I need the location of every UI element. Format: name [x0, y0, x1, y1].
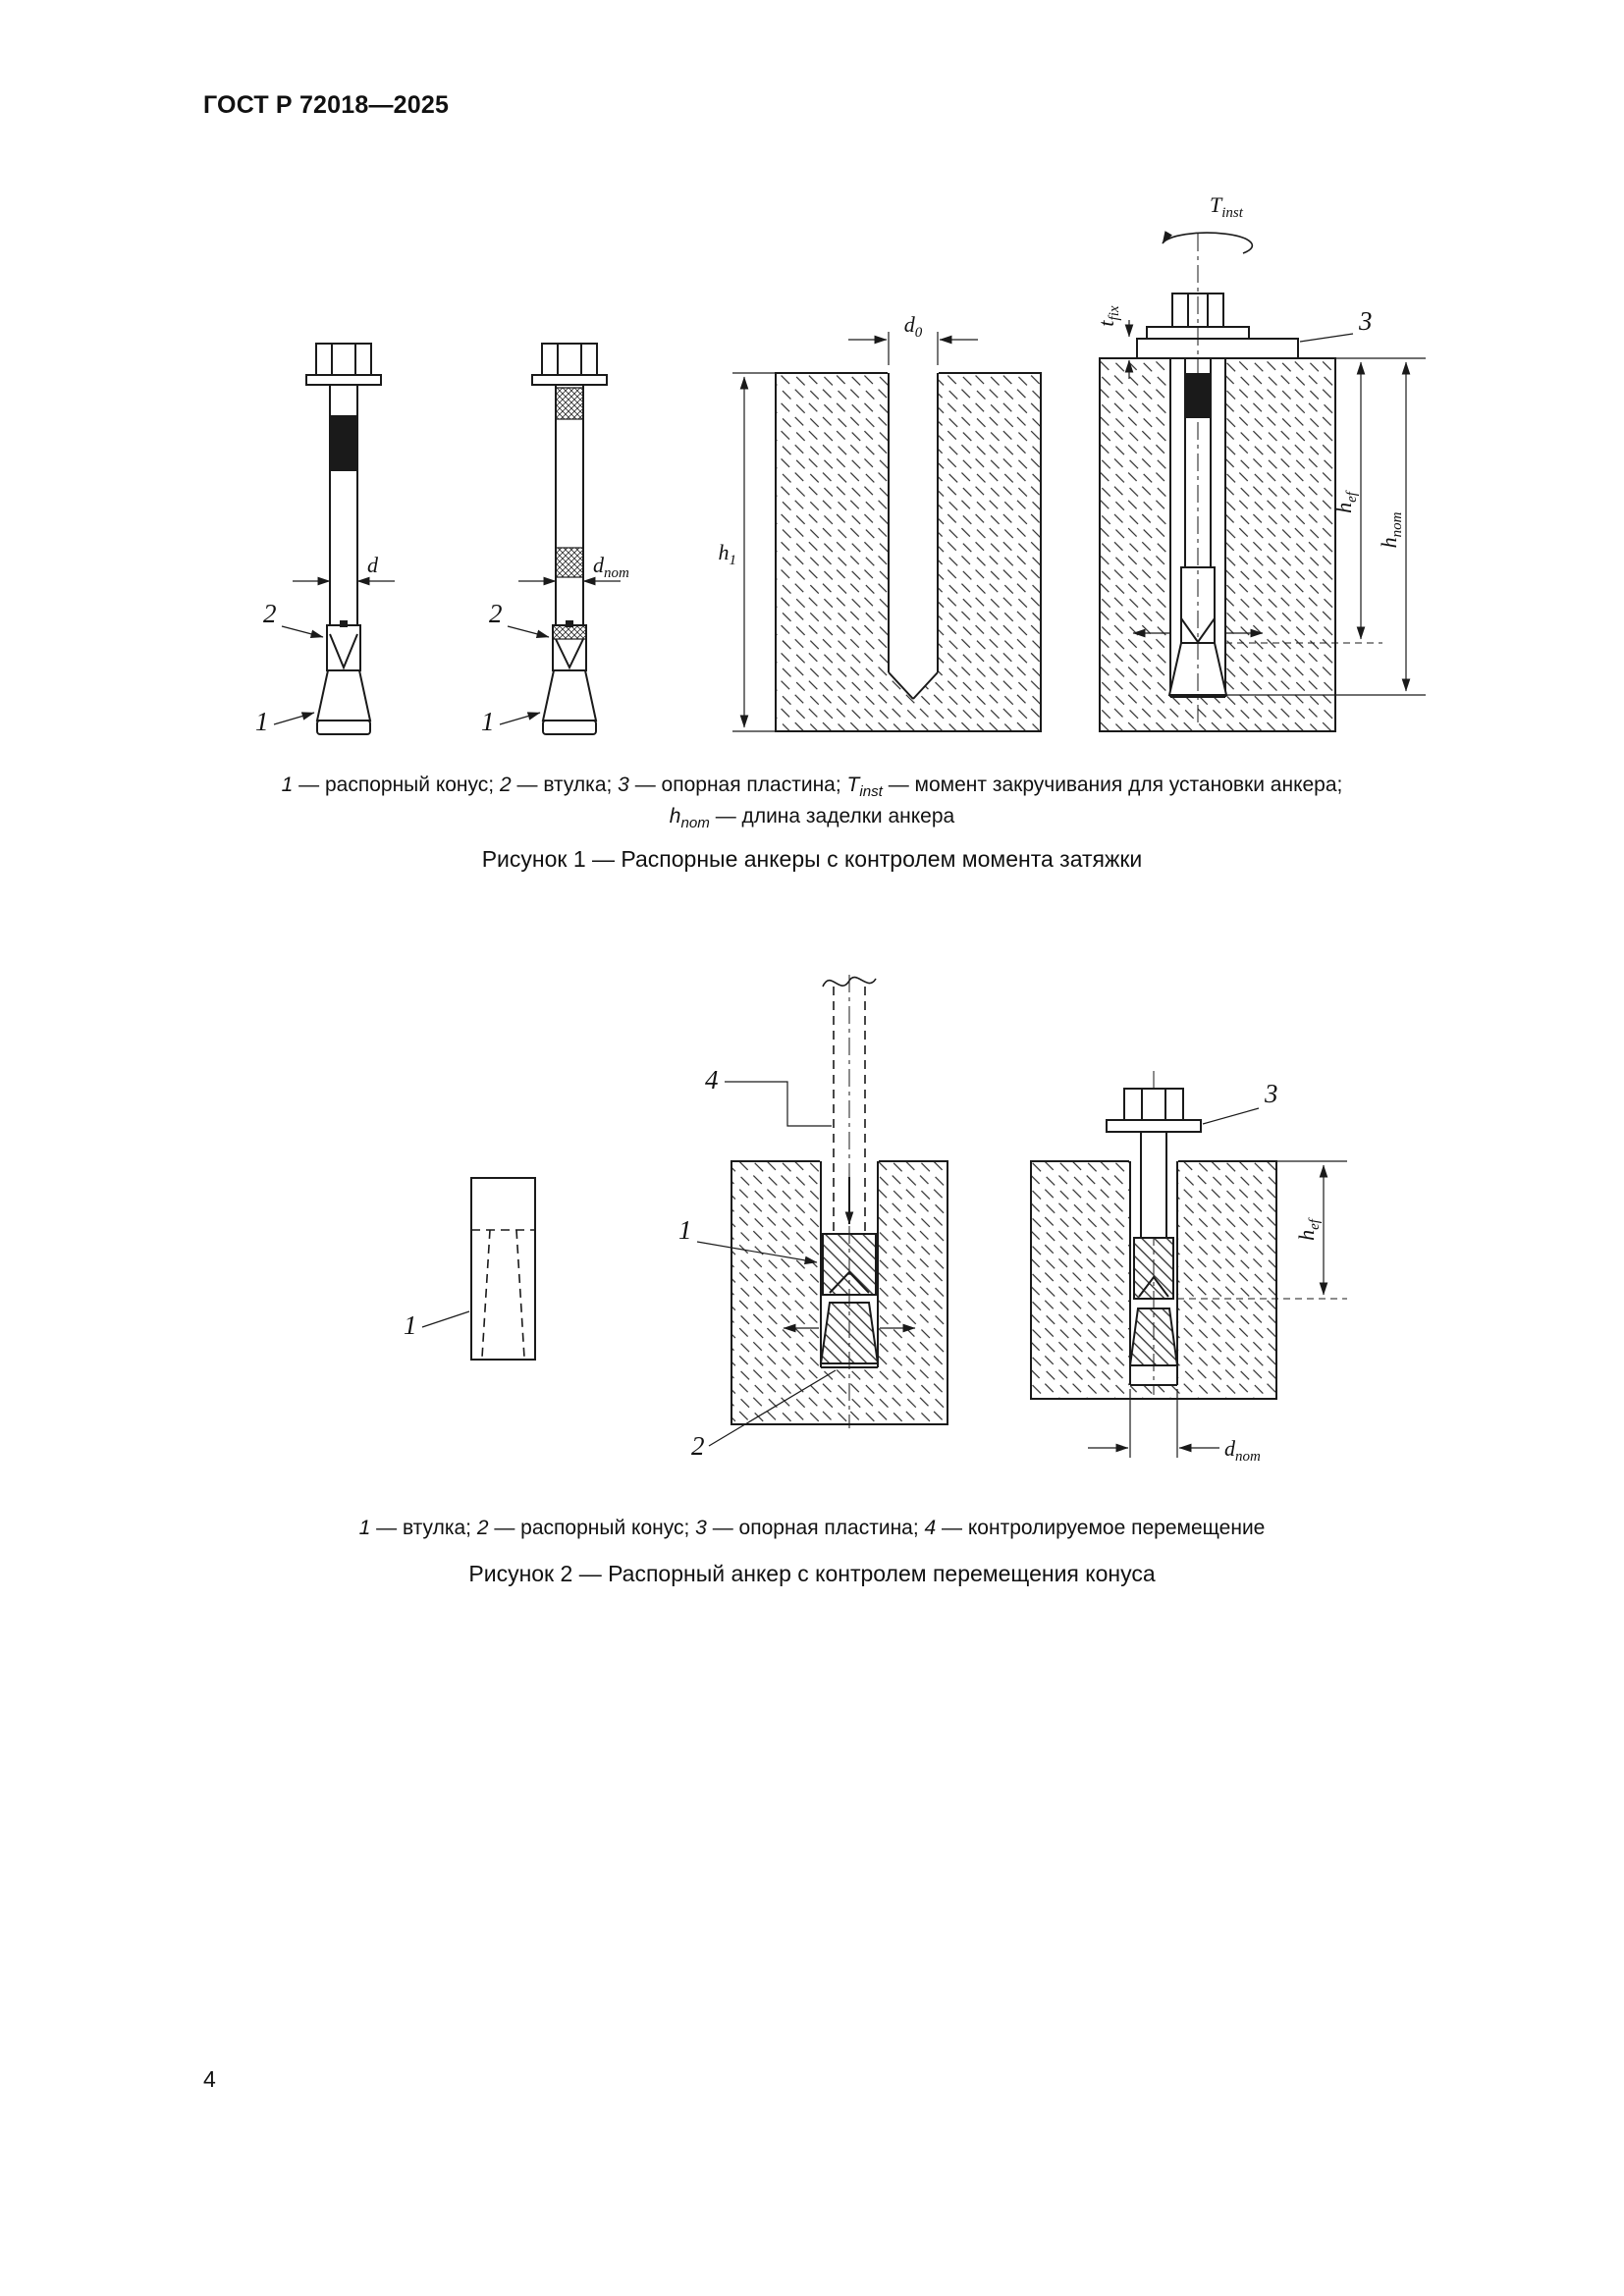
callout-2: 2 [691, 1431, 705, 1461]
torque-rotation-arrow [1162, 231, 1254, 254]
installed-anchor-view: 3 hef dnom [1030, 1071, 1347, 1465]
dim-tinst-label: Tinst [1210, 192, 1244, 221]
callout-1: 1 [481, 707, 495, 736]
figure-2-caption: 1 — втулка; 2 — распорный конус; 3 — опо… [358, 1517, 1266, 1539]
displacement-leader [725, 1081, 832, 1127]
sleeve [822, 1233, 877, 1296]
washer [531, 374, 608, 386]
expansion-cone [819, 1302, 880, 1364]
callout-2: 2 [263, 599, 277, 628]
figure-1-caption-line-1: 1 — распорный конус; 2 — втулка; 3 — опо… [281, 774, 1343, 801]
dim-hef-label: hef [1294, 1217, 1323, 1241]
anchor-torque-view-plain: d 2 1 [255, 343, 395, 736]
thread-section [330, 415, 357, 471]
drill-hole-section: d0 h1 [719, 312, 1042, 732]
washer [305, 374, 382, 386]
figure-1-title: Рисунок 1 — Распорные анкеры с контролем… [481, 846, 1143, 872]
expansion-cone [1128, 1308, 1179, 1366]
callout-2: 2 [489, 599, 503, 628]
dim-hnom-label: hnom [1377, 511, 1405, 548]
cone-displacement-view: 4 1 2 [678, 975, 948, 1461]
installed-anchor-section: Tinst tfix 3 hef hnom [1094, 192, 1426, 732]
expansion-cone [315, 669, 372, 721]
page-number: 4 [203, 2066, 216, 2092]
shank [555, 384, 584, 629]
figure-1-drawings: d 2 1 dnom 2 1 [255, 192, 1426, 736]
dim-dnom-label: dnom [1224, 1436, 1261, 1465]
dim-tfix-label: tfix [1094, 305, 1122, 326]
callout-3: 3 [1264, 1079, 1278, 1108]
sleeve [326, 624, 361, 671]
callout-3: 3 [1358, 306, 1373, 336]
bearing-plate [1136, 338, 1299, 359]
dim-hef-label: hef [1331, 490, 1360, 513]
figure-2-drawings: 1 4 1 2 [404, 975, 1347, 1465]
figure-1-caption-line-2: hnom — длина заделки анкера [669, 805, 955, 832]
callout-4: 4 [705, 1065, 719, 1095]
dim-dnom-label: dnom [593, 553, 629, 581]
sleeve-view: 1 [404, 1177, 536, 1361]
figure-2-title: Рисунок 2 — Распорный анкер с контролем … [468, 1561, 1156, 1586]
dim-h1-label: h1 [719, 540, 737, 568]
sleeve [1133, 1237, 1174, 1300]
hex-head [1123, 1088, 1184, 1121]
bearing-plate [1106, 1119, 1202, 1133]
shank [1140, 1131, 1167, 1239]
break-line [822, 976, 877, 988]
sleeve [470, 1177, 536, 1361]
anchor-torque-view-threaded: dnom 2 1 [481, 343, 629, 736]
callout-1: 1 [404, 1310, 417, 1340]
doc-number: ГОСТ Р 72018—2025 [203, 91, 450, 119]
dim-d-label: d [367, 553, 379, 577]
callout-1: 1 [255, 707, 269, 736]
callout-1: 1 [678, 1215, 692, 1245]
expansion-cone [541, 669, 598, 721]
dim-d0-label: d0 [904, 312, 923, 341]
